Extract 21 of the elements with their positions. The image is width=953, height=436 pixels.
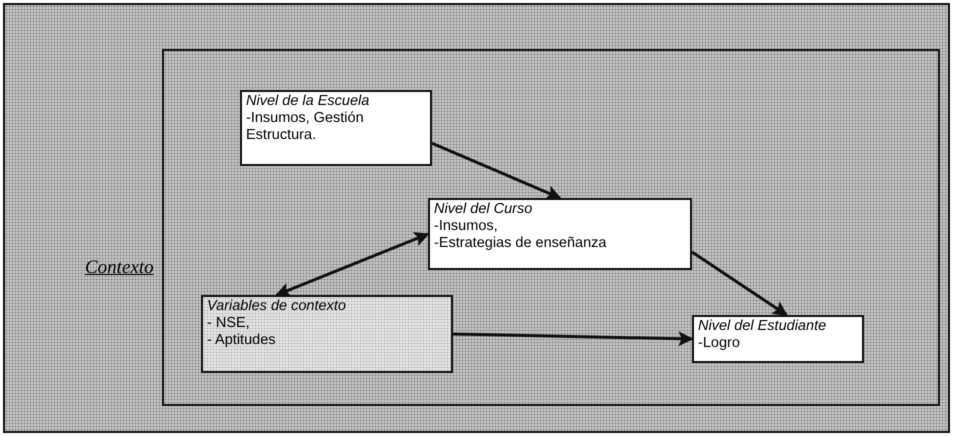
arrow xyxy=(452,331,694,346)
box-text: -Logro xyxy=(698,335,740,352)
levels-frame xyxy=(162,49,940,406)
arrow xyxy=(275,232,430,297)
box-text: - Aptitudes xyxy=(207,332,276,349)
context-label: Contexto xyxy=(85,257,154,279)
box-heading: Nivel del Curso xyxy=(434,201,532,218)
box-text: -Insumos, Gestión Estructura. xyxy=(246,110,365,144)
box-heading: Nivel del Estudiante xyxy=(698,318,826,335)
context-panel xyxy=(3,3,950,433)
arrow xyxy=(431,142,562,200)
box-heading: Nivel de la Escuela xyxy=(246,93,370,110)
process-box xyxy=(201,295,453,373)
box-text: - NSE, xyxy=(207,315,250,332)
box-heading: Variables de contexto xyxy=(207,298,346,315)
box-text: -Estrategias de enseñanza xyxy=(434,235,606,252)
process-box xyxy=(240,90,432,166)
box-text: -Insumos, xyxy=(434,218,498,235)
arrow xyxy=(691,250,788,316)
process-box xyxy=(692,315,864,363)
process-box xyxy=(428,198,692,270)
